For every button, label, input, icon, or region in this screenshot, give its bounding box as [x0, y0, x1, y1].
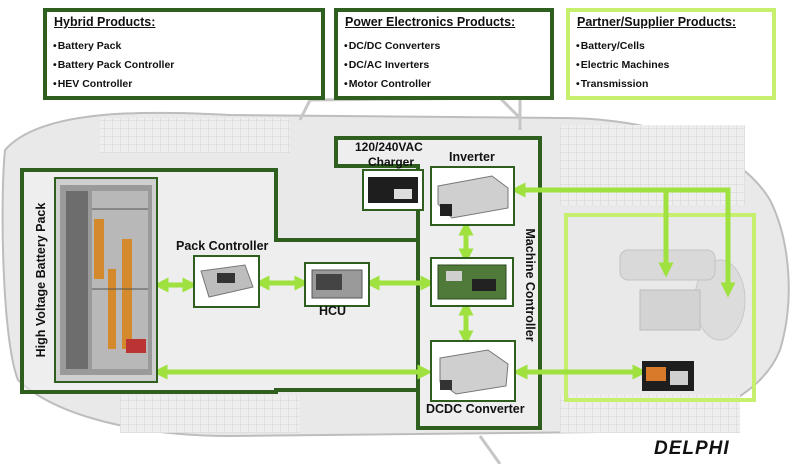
hcu-icon	[311, 269, 363, 299]
list-item: DC/DC Converters	[344, 37, 441, 56]
list-item: Motor Controller	[344, 75, 440, 94]
machine-controller-image	[430, 257, 514, 307]
list-item: Battery/Cells	[576, 37, 669, 56]
charger-image	[362, 169, 424, 211]
charger-label-line1: 120/240VAC	[355, 140, 423, 154]
pack-controller-icon	[200, 264, 254, 298]
inverter-image	[430, 166, 515, 226]
partner-supplier-products-title: Partner/Supplier Products:	[577, 15, 737, 29]
hcu-image	[304, 262, 370, 307]
power-electronics-products-box: Power Electronics Products: DC/DC Conver…	[334, 8, 554, 100]
list-item: Battery Pack Controller	[53, 56, 175, 75]
delphi-logo: DELPHI	[654, 438, 730, 459]
battery-pack-icon	[60, 185, 152, 375]
hybrid-products-list: Battery Pack Battery Pack Controller HEV…	[53, 37, 175, 94]
hybrid-products-title: Hybrid Products:	[54, 15, 156, 29]
hcu-label: HCU	[319, 304, 347, 318]
list-item: Electric Machines	[576, 56, 670, 75]
battery-pack-label: High Voltage Battery Pack	[34, 202, 48, 358]
dcdc-converter-image	[430, 340, 516, 402]
charger-icon	[368, 177, 418, 203]
machine-controller-label: Machine Controller	[523, 228, 537, 342]
power-electronics-products-title: Power Electronics Products:	[345, 15, 516, 29]
motor-unit-image	[640, 357, 696, 395]
dcdc-converter-icon	[439, 349, 509, 395]
partner-supplier-products-box: Partner/Supplier Products: Battery/Cells…	[566, 8, 776, 100]
dcdc-converter-label: DCDC Converter	[426, 402, 525, 416]
inverter-icon	[437, 175, 509, 219]
partner-supplier-products-list: Battery/Cells Electric Machines Transmis…	[576, 37, 670, 94]
charger-label-line2: Charger	[368, 155, 415, 169]
pack-controller-label: Pack Controller	[176, 239, 269, 253]
battery-pack-image	[54, 177, 158, 383]
motor-unit-icon	[642, 361, 694, 391]
power-electronics-products-list: DC/DC Converters DC/AC Inverters Motor C…	[344, 37, 441, 94]
list-item: Battery Pack	[53, 37, 174, 56]
pack-controller-image	[193, 255, 260, 308]
list-item: HEV Controller	[53, 75, 174, 94]
list-item: DC/AC Inverters	[344, 56, 440, 75]
list-item: Transmission	[576, 75, 669, 94]
machine-controller-icon	[437, 264, 507, 300]
inverter-label: Inverter	[449, 150, 495, 164]
hybrid-products-box: Hybrid Products: Battery Pack Battery Pa…	[43, 8, 325, 100]
